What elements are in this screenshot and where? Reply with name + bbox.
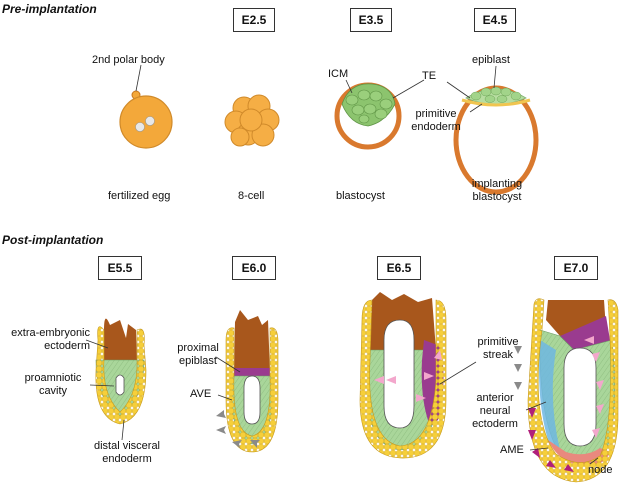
label-implanting-line1: implanting	[471, 178, 523, 190]
stage-box-e25: E2.5	[233, 8, 275, 32]
label-anterior-line2: neural	[479, 405, 511, 417]
label-ame: AME	[500, 444, 524, 456]
label-proximal-line2: epiblast	[179, 355, 217, 367]
label-eight-cell: 8-cell	[238, 190, 265, 202]
e65-embryo-illustration	[359, 292, 477, 459]
label-primitive-streak: primitive streak	[470, 336, 526, 362]
label-epiblast: epiblast	[472, 54, 510, 66]
blastocyst-illustration	[334, 79, 425, 150]
label-primitive-endoderm-line1: primitive	[415, 108, 457, 120]
label-extra-embryonic-ectoderm: extra-embryonic ectoderm	[0, 327, 90, 353]
fertilized-egg-illustration	[119, 64, 173, 149]
label-ave: AVE	[190, 388, 212, 400]
label-anterior-neural-ectoderm: anterior neural ectoderm	[462, 392, 528, 431]
label-primitive-streak-line1: primitive	[477, 336, 519, 348]
stage-box-e45: E4.5	[474, 8, 516, 32]
label-polar-body: 2nd polar body	[92, 54, 165, 66]
label-primitive-endoderm-line2: endoderm	[411, 121, 461, 133]
e70-embryo-illustration	[514, 298, 619, 483]
stage-box-e55: E5.5	[98, 256, 142, 280]
label-proximal-epiblast: proximal epiblast	[168, 342, 228, 368]
post-implantation-title: Post-implantation	[2, 233, 104, 247]
label-implanting-line2: blastocyst	[472, 191, 522, 203]
eight-cell-illustration	[224, 94, 280, 147]
label-icm: ICM	[328, 68, 349, 80]
stage-box-e35: E3.5	[350, 8, 392, 32]
implanting-blastocyst-illustration	[446, 65, 539, 195]
label-proamniotic-line1: proamniotic	[24, 372, 82, 384]
label-distal-ve-line1: distal visceral	[93, 440, 161, 452]
label-distal-ve-line2: endoderm	[102, 453, 152, 465]
label-blastocyst: blastocyst	[336, 190, 385, 202]
stage-box-e70: E7.0	[554, 256, 598, 280]
label-node: node	[588, 464, 613, 476]
label-implanting-blastocyst: implanting blastocyst	[466, 178, 528, 204]
label-extra-embryonic-line1: extra-embryonic	[11, 327, 90, 339]
label-fertilized-egg: fertilized egg	[108, 190, 171, 202]
stage-box-e65: E6.5	[377, 256, 421, 280]
label-anterior-line1: anterior	[476, 392, 514, 404]
label-primitive-endoderm: primitive endoderm	[405, 108, 467, 134]
label-proamniotic-line2: cavity	[38, 385, 68, 397]
e55-embryo-illustration	[85, 318, 147, 441]
label-anterior-line3: ectoderm	[472, 418, 518, 430]
label-primitive-streak-line2: streak	[483, 349, 513, 361]
label-proamniotic-cavity: proamniotic cavity	[18, 372, 88, 398]
label-extra-embryonic-line2: ectoderm	[44, 340, 90, 352]
label-distal-visceral-endoderm: distal visceral endoderm	[82, 440, 172, 466]
e60-embryo-illustration	[215, 310, 279, 453]
pre-implantation-title: Pre-implantation	[2, 2, 97, 16]
label-proximal-line1: proximal	[177, 342, 219, 354]
stage-box-e60: E6.0	[232, 256, 276, 280]
label-te: TE	[422, 70, 437, 82]
